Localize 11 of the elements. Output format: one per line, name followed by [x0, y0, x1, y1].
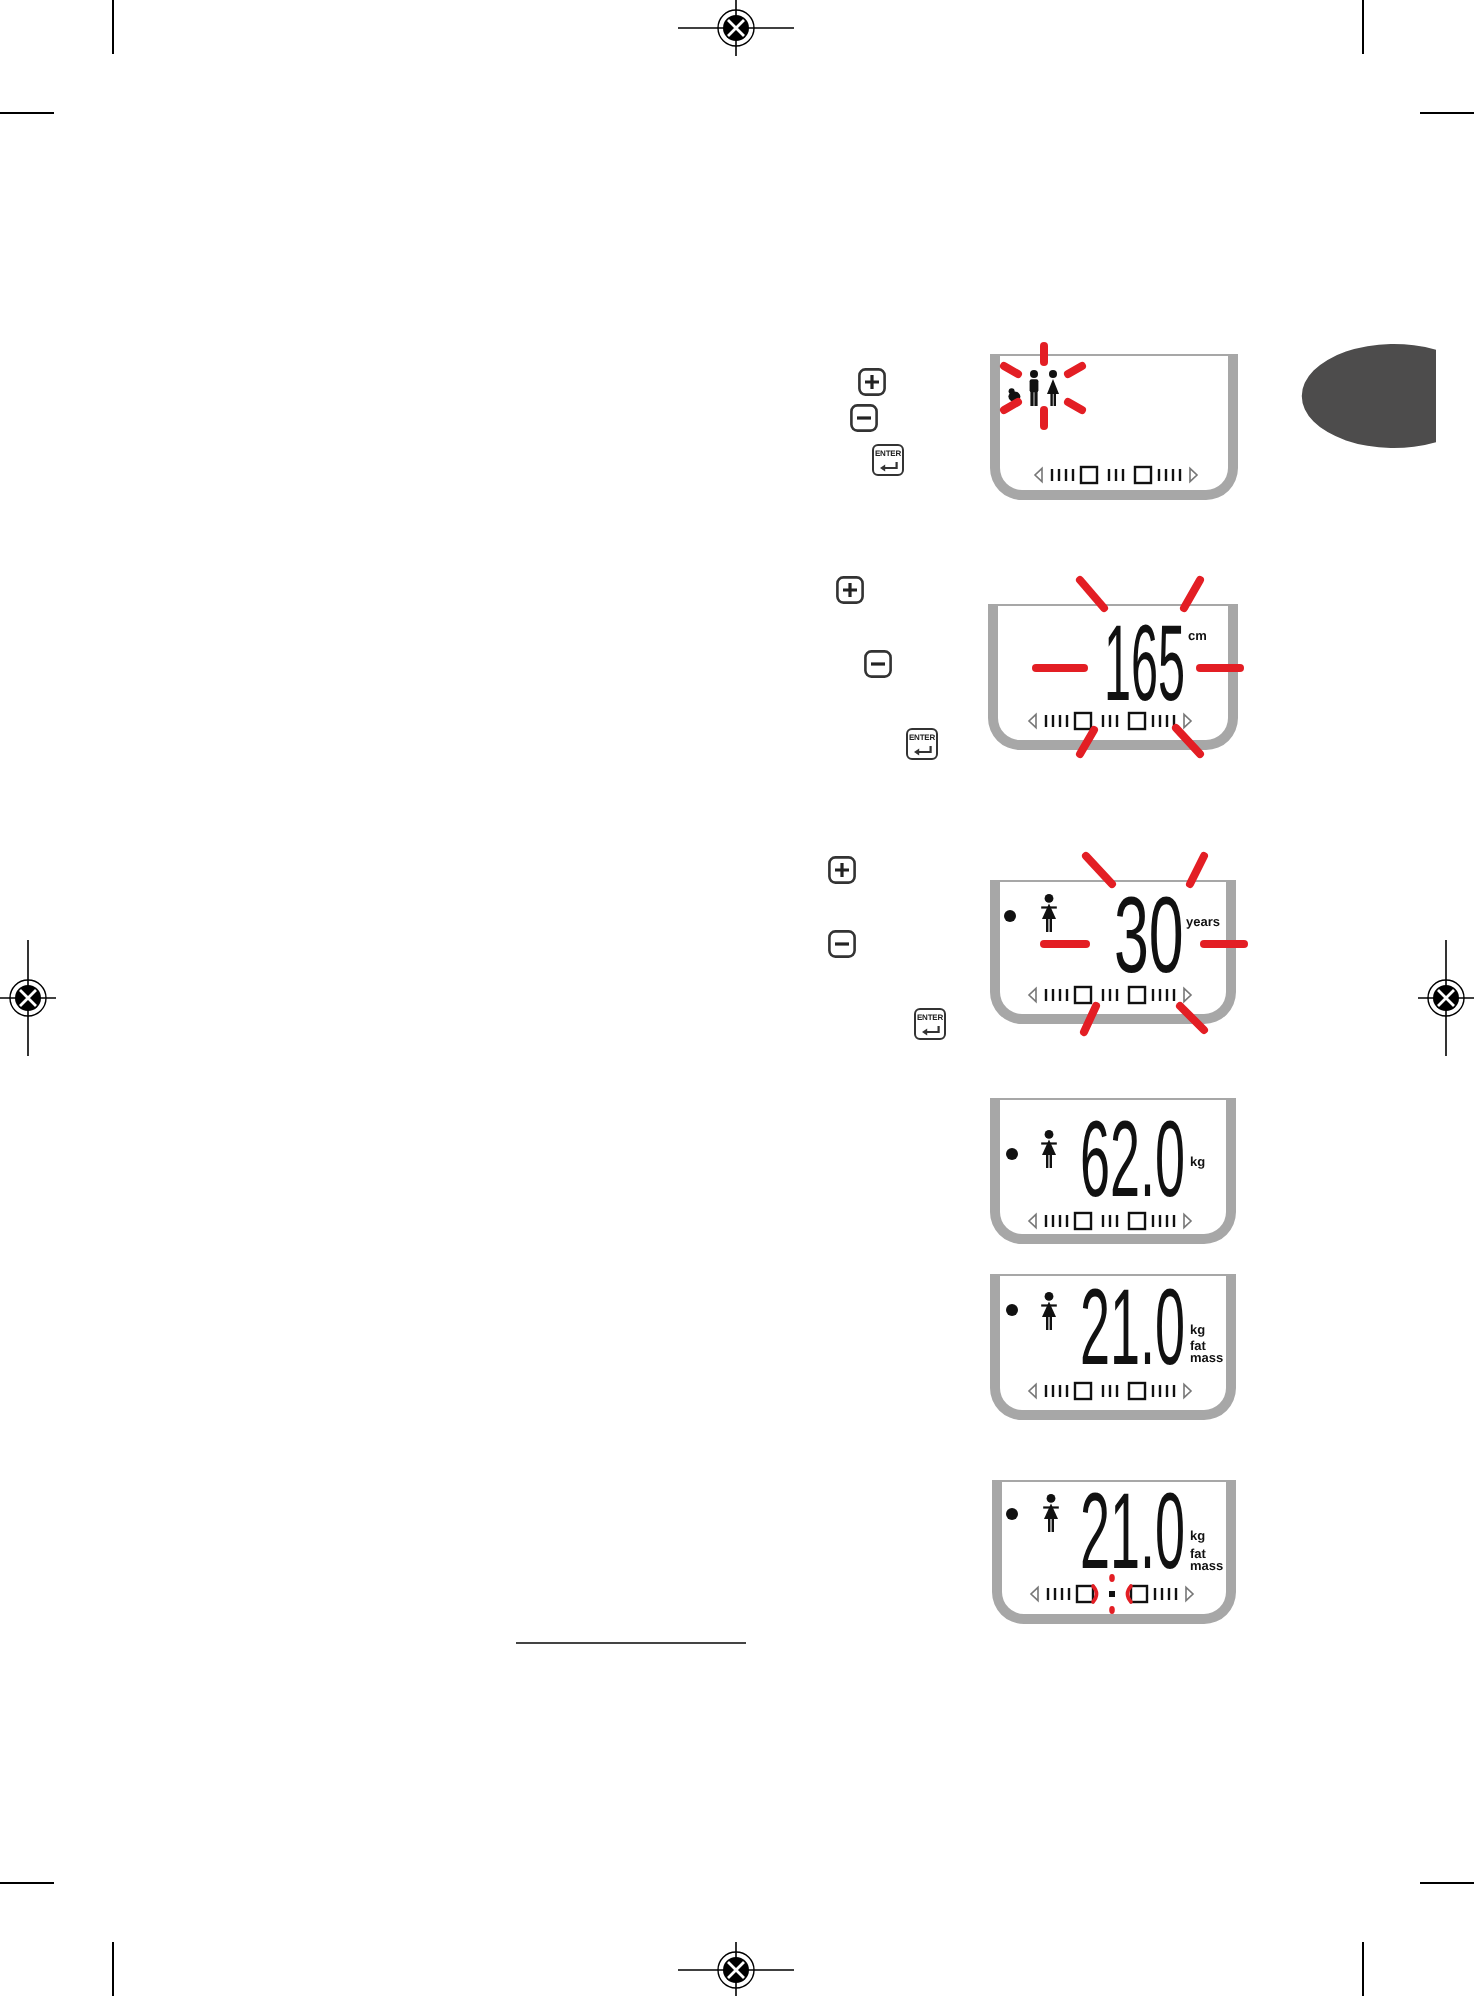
display-reading: 30: [1114, 895, 1184, 976]
lcd-display: [992, 1480, 1236, 1624]
lcd-display: [988, 604, 1238, 750]
lcd-display: [990, 354, 1238, 500]
display-reading: 165: [1104, 623, 1186, 704]
display-reading: 21.0: [1080, 1492, 1186, 1573]
lcd-display: [990, 1274, 1236, 1420]
display-reading: 62.0: [1080, 1119, 1186, 1200]
lcd-display: [990, 1098, 1236, 1244]
lcd-display: [990, 880, 1236, 1024]
display-reading: 21.0: [1080, 1287, 1186, 1368]
